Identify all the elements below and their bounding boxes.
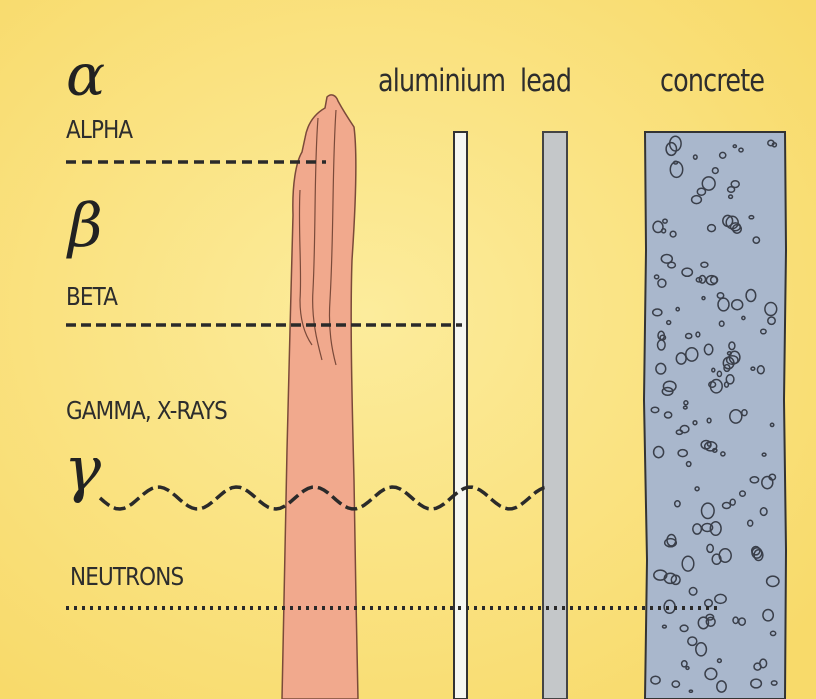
concrete-wall (644, 132, 786, 699)
concrete-label: concrete (660, 63, 764, 99)
alpha-label: ALPHA (66, 115, 132, 144)
alpha-symbol: α (66, 46, 105, 104)
neutrons-label: NEUTRONS (70, 562, 183, 591)
lead-sheet (543, 132, 567, 699)
beta-symbol: β (68, 196, 103, 256)
lead-label: lead (520, 63, 571, 99)
aluminium-sheet (454, 132, 467, 699)
beta-label: BETA (66, 282, 117, 311)
aluminium-label: aluminium (378, 63, 505, 99)
gamma-symbol: γ (64, 438, 101, 500)
gamma-label: GAMMA, X-RAYS (66, 396, 227, 425)
